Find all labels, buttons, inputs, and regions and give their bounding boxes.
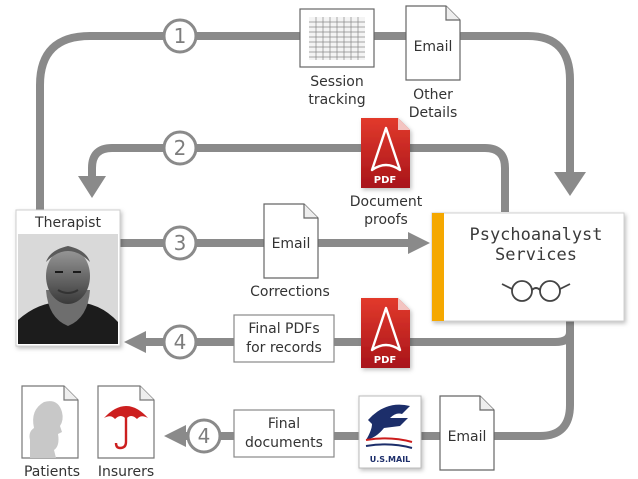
arrowhead-flow-3 (408, 232, 430, 254)
services-title-line-2: Services (495, 245, 577, 265)
final-documents-line-2: documents (245, 435, 323, 451)
services-title-line-1: Psychoanalyst (469, 225, 602, 245)
step-4b-marker: 4 (186, 418, 222, 454)
final-documents-box: Final documents (233, 409, 335, 458)
step-4a-marker: 4 (162, 324, 198, 360)
us-mail-label: U.S.MAIL (370, 455, 411, 464)
session-tracking-label-line-2: tracking (308, 92, 365, 108)
arrowhead-flow-4a (124, 331, 146, 353)
session-tracking-label-line-1: Session (310, 74, 363, 90)
flow-1-path (36, 32, 574, 212)
pdf-document-icon-proofs: PDF (361, 118, 410, 188)
document-proofs-label-line-1: Document (350, 194, 423, 210)
patients-document-icon (21, 385, 79, 459)
patients-label: Patients (24, 464, 80, 479)
email-document-icon-flow-1: Email (405, 5, 461, 81)
final-pdfs-line-2: for records (246, 340, 322, 356)
insurers-document-icon (97, 385, 155, 459)
step-4a-number: 4 (174, 330, 187, 354)
pdf-badge-records: PDF (374, 355, 396, 366)
document-proofs-label-line-2: proofs (364, 212, 408, 228)
person-silhouette-icon (29, 401, 63, 458)
step-2-number: 2 (174, 136, 187, 160)
psychoanalyst-services-card (431, 212, 625, 322)
step-1-number: 1 (174, 24, 187, 48)
step-1-marker: 1 (162, 18, 198, 54)
final-documents-line-1: Final (268, 416, 300, 432)
us-mail-logo-icon: U.S.MAIL (358, 395, 422, 469)
step-3-marker: 3 (162, 225, 198, 261)
final-pdfs-line-1: Final PDFs (248, 321, 319, 337)
email-document-icon-final: Email (439, 395, 495, 471)
umbrella-icon (104, 406, 148, 450)
step-2-marker: 2 (162, 130, 198, 166)
arrowhead-flow-4b (164, 425, 186, 447)
flow-2-path (88, 144, 509, 212)
step-4b-number: 4 (198, 424, 211, 448)
insurers-label: Insurers (98, 464, 154, 479)
flow-4a-path (145, 320, 574, 346)
step-3-number: 3 (174, 231, 187, 255)
other-details-label-line-1: Other (413, 87, 453, 103)
therapist-label: Therapist (34, 215, 101, 231)
final-pdfs-box: Final PDFs for records (233, 314, 335, 363)
corrections-label: Corrections (250, 284, 330, 300)
therapist-portrait (18, 234, 118, 344)
email-document-flow-1-label: Email (414, 39, 453, 55)
other-details-label-line-2: Details (409, 105, 458, 121)
email-document-final-label: Email (448, 429, 487, 445)
email-document-icon-corrections: Email (263, 203, 319, 279)
arrowhead-flow-1 (554, 172, 586, 196)
pdf-document-icon-records: PDF (361, 298, 410, 368)
pdf-badge-proofs: PDF (374, 175, 396, 186)
spreadsheet-grid-icon (309, 17, 365, 60)
arrowhead-flow-2 (78, 176, 106, 198)
services-accent-bar (432, 213, 444, 321)
flow-4b-path (185, 330, 574, 440)
arrow-heads (78, 172, 586, 447)
session-tracking-sheet-icon (299, 8, 375, 68)
email-document-corrections-label: Email (272, 236, 311, 252)
glasses-icon (501, 280, 571, 302)
